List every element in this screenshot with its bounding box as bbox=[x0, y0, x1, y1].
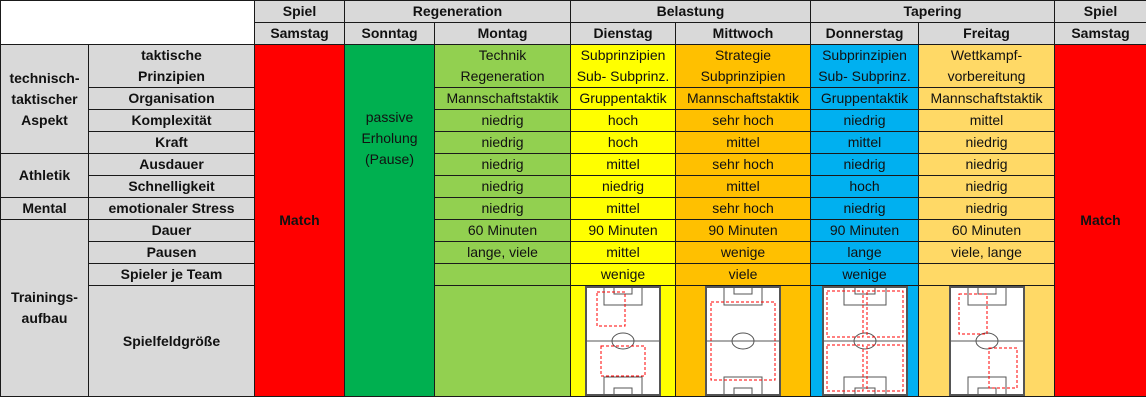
pitch-dienstag-icon bbox=[585, 286, 661, 396]
phase-belastung: Belastung bbox=[570, 0, 811, 23]
freitag-schnelligkeit: niedrig bbox=[917, 175, 1056, 198]
dienstag-kraft: hoch bbox=[570, 131, 676, 154]
day-donnerstag: Donnerstag bbox=[810, 22, 919, 45]
freitag-ausdauer: niedrig bbox=[917, 153, 1056, 176]
donnerstag-kraft: mittel bbox=[810, 131, 919, 154]
freitag-komplexitaet: mittel bbox=[917, 109, 1056, 132]
montag-pausen: lange, viele bbox=[434, 241, 571, 264]
day-freitag: Freitag bbox=[917, 22, 1056, 45]
dienstag-komplexitaet: hoch bbox=[570, 109, 676, 132]
freitag-stress: niedrig bbox=[917, 197, 1056, 220]
corner-blank bbox=[0, 0, 255, 45]
dienstag-organisation: Gruppentaktik bbox=[570, 87, 676, 110]
day-mittwoch: Mittwoch bbox=[675, 22, 811, 45]
freitag-spielfeld bbox=[917, 285, 1056, 397]
mittwoch-komplexitaet: sehr hoch bbox=[675, 109, 811, 132]
donnerstag-schnelligkeit: hoch bbox=[810, 175, 919, 198]
donnerstag-stress: niedrig bbox=[810, 197, 919, 220]
donnerstag-organisation: Gruppentaktik bbox=[810, 87, 919, 110]
label-kraft: Kraft bbox=[88, 131, 255, 154]
dienstag-spielfeld bbox=[570, 285, 676, 397]
label-dauer: Dauer bbox=[88, 219, 255, 242]
category-mental: Mental bbox=[0, 197, 89, 220]
montag-spieler bbox=[434, 263, 571, 286]
day-dienstag: Dienstag bbox=[570, 22, 676, 45]
mittwoch-ausdauer: sehr hoch bbox=[675, 153, 811, 176]
phase-spiel-left: Spiel bbox=[254, 0, 345, 23]
freitag-organisation: Mannschaftstaktik bbox=[917, 87, 1056, 110]
dienstag-spieler: wenige bbox=[570, 263, 676, 286]
label-emotionaler-stress: emotionaler Stress bbox=[88, 197, 255, 220]
label-spielfeldgroesse: Spielfeldgröße bbox=[88, 285, 255, 397]
day-samstag-left: Samstag bbox=[254, 22, 345, 45]
category-athletik: Athletik bbox=[0, 153, 89, 198]
phase-tapering: Tapering bbox=[809, 0, 1056, 23]
freitag-spieler bbox=[917, 263, 1056, 286]
label-organisation: Organisation bbox=[88, 87, 255, 110]
phase-spiel-right: Spiel bbox=[1054, 0, 1146, 23]
label-pausen: Pausen bbox=[88, 241, 255, 264]
mittwoch-pausen: wenige bbox=[675, 241, 811, 264]
mittwoch-stress: sehr hoch bbox=[675, 197, 811, 220]
dienstag-dauer: 90 Minuten bbox=[570, 219, 676, 242]
donnerstag-komplexitaet: niedrig bbox=[810, 109, 919, 132]
montag-ausdauer: niedrig bbox=[434, 153, 571, 176]
donnerstag-dauer: 90 Minuten bbox=[810, 219, 919, 242]
mittwoch-spieler: viele bbox=[675, 263, 811, 286]
day-sonntag: Sonntag bbox=[344, 22, 435, 45]
donnerstag-pausen: lange bbox=[810, 241, 919, 264]
phase-regeneration: Regeneration bbox=[344, 0, 571, 23]
label-komplexitaet: Komplexität bbox=[88, 109, 255, 132]
donnerstag-ausdauer: niedrig bbox=[810, 153, 919, 176]
day-montag: Montag bbox=[434, 22, 571, 45]
match-samstag-right: Match bbox=[1054, 44, 1146, 397]
mittwoch-organisation: Mannschaftstaktik bbox=[675, 87, 811, 110]
mittwoch-dauer: 90 Minuten bbox=[675, 219, 811, 242]
montag-schnelligkeit: niedrig bbox=[434, 175, 571, 198]
match-samstag-left: Match bbox=[254, 44, 345, 397]
donnerstag-spieler: wenige bbox=[810, 263, 919, 286]
montag-stress: niedrig bbox=[434, 197, 571, 220]
freitag-kraft: niedrig bbox=[917, 131, 1056, 154]
dienstag-ausdauer: mittel bbox=[570, 153, 676, 176]
freitag-prinzipien: Wettkampf-vorbereitung bbox=[917, 44, 1056, 88]
mittwoch-kraft: mittel bbox=[675, 131, 811, 154]
dienstag-pausen: mittel bbox=[570, 241, 676, 264]
category-trainingsaufbau: Trainings-aufbau bbox=[0, 219, 89, 397]
montag-dauer: 60 Minuten bbox=[434, 219, 571, 242]
freitag-pausen: viele, lange bbox=[917, 241, 1056, 264]
label-spieler-je-team: Spieler je Team bbox=[88, 263, 255, 286]
dienstag-schnelligkeit: niedrig bbox=[570, 175, 676, 198]
mittwoch-spielfeld bbox=[675, 285, 811, 397]
pitch-mittwoch-icon bbox=[705, 286, 781, 396]
pitch-freitag-icon bbox=[948, 286, 1025, 396]
label-ausdauer: Ausdauer bbox=[88, 153, 255, 176]
pitch-donnerstag-icon bbox=[821, 286, 908, 396]
montag-spielfeld bbox=[434, 285, 571, 397]
montag-komplexitaet: niedrig bbox=[434, 109, 571, 132]
montag-organisation: Mannschaftstaktik bbox=[434, 87, 571, 110]
mittwoch-schnelligkeit: mittel bbox=[675, 175, 811, 198]
montag-kraft: niedrig bbox=[434, 131, 571, 154]
dienstag-stress: mittel bbox=[570, 197, 676, 220]
day-samstag-right: Samstag bbox=[1054, 22, 1146, 45]
label-schnelligkeit: Schnelligkeit bbox=[88, 175, 255, 198]
freitag-dauer: 60 Minuten bbox=[917, 219, 1056, 242]
donnerstag-spielfeld bbox=[810, 285, 919, 397]
